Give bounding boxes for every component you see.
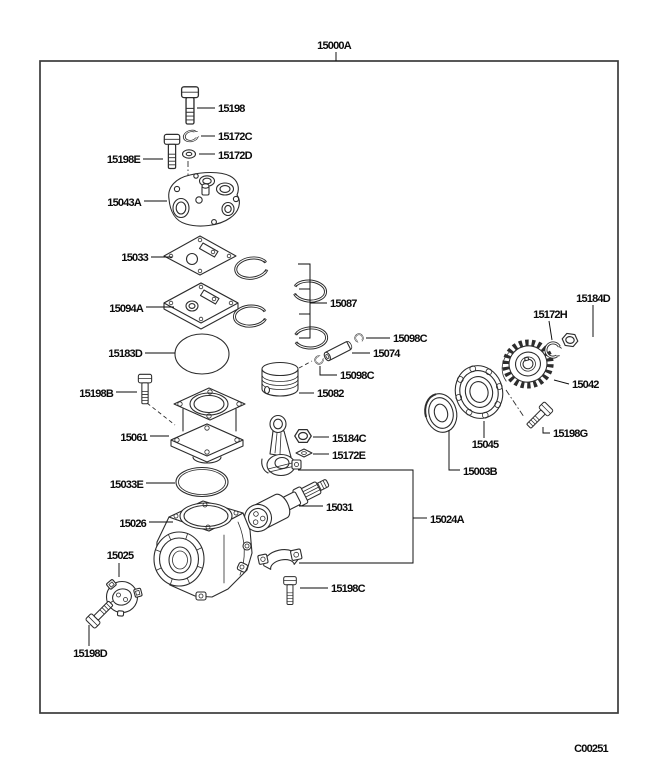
part-label-15024A: 15024A — [430, 514, 465, 526]
axis-line-pin — [298, 360, 313, 369]
part-15098C-clip-upper — [353, 332, 365, 344]
part-15172E-clip — [295, 448, 313, 458]
part-15045-bearing — [454, 365, 504, 419]
part-label-15198D: 15198D — [73, 648, 108, 660]
leader-line-15098C-lower — [319, 366, 337, 376]
part-15172C-clip — [181, 127, 201, 144]
part-15003B-seal — [424, 393, 458, 433]
part-label-C00251: C00251 — [574, 743, 608, 755]
part-label-15184D: 15184D — [576, 293, 611, 305]
part-label-15183D: 15183D — [108, 348, 143, 360]
part-15087-piston-rings — [232, 254, 329, 350]
part-label-15043A: 15043A — [107, 197, 142, 209]
part-15183D-gasket — [174, 333, 230, 375]
part-label-15031: 15031 — [326, 502, 353, 514]
part-label-15172D: 15172D — [218, 150, 253, 162]
part-15043A-cylinder-head — [168, 171, 240, 227]
part-label-15033: 15033 — [121, 252, 148, 264]
diagram-frame — [39, 60, 619, 714]
part-15198-bolt — [180, 86, 200, 125]
part-15031-crankshaft — [243, 479, 330, 533]
labels-layer: 15000A 15198 15172C 15198E 15172D 15043A 15033… — [73, 40, 611, 755]
leader-line-15024A — [298, 469, 414, 564]
part-label-15198G: 15198G — [553, 428, 588, 440]
part-label-15087: 15087 — [330, 298, 357, 310]
part-15198E-bolt — [163, 133, 181, 170]
part-15026-crankcase — [153, 500, 253, 601]
part-label-15000A: 15000A — [317, 40, 352, 52]
part-15198D-bolt — [84, 597, 117, 630]
axis-line-gear — [505, 389, 525, 418]
leader-line-15003B — [448, 430, 460, 471]
part-label-15045: 15045 — [472, 439, 499, 451]
part-label-15172H: 15172H — [533, 309, 568, 321]
part-15198B-bolt — [137, 373, 153, 405]
part-label-15082: 15082 — [317, 388, 344, 400]
part-15172D-washer — [181, 149, 197, 159]
part-label-15061: 15061 — [120, 432, 147, 444]
part-connecting-rod — [261, 414, 302, 477]
part-label-15198E: 15198E — [107, 154, 141, 166]
part-label-15172E: 15172E — [332, 450, 366, 462]
part-label-15003B: 15003B — [463, 466, 498, 478]
part-15082-piston — [261, 361, 299, 397]
part-15025-cover-plate — [105, 579, 143, 617]
part-label-15098C-lower: 15098C — [340, 370, 375, 382]
part-15198G-bolt — [523, 401, 554, 432]
leader-line-15172H — [548, 320, 553, 341]
part-15033-valve-plate — [163, 235, 237, 276]
part-label-15198B: 15198B — [79, 388, 114, 400]
part-15198C-bolt — [283, 576, 297, 605]
part-15061-cylinder — [170, 387, 246, 464]
part-bearing-cap — [257, 548, 303, 570]
part-label-15198C: 15198C — [331, 583, 366, 595]
part-label-15025: 15025 — [107, 550, 134, 562]
part-label-15074: 15074 — [373, 348, 401, 360]
part-label-15026: 15026 — [119, 518, 146, 530]
leader-line-15198G — [542, 427, 550, 434]
part-15098C-clip-lower — [312, 353, 326, 367]
axis-line-15061 — [146, 402, 176, 426]
part-label-15198: 15198 — [218, 103, 245, 115]
part-label-15098C-upper: 15098C — [393, 333, 428, 345]
leader-line-15042 — [553, 379, 570, 385]
part-15033E-o-ring — [175, 466, 229, 498]
part-label-15184C: 15184C — [332, 433, 367, 445]
part-label-15033E: 15033E — [110, 479, 144, 491]
part-label-15042: 15042 — [572, 379, 599, 391]
part-15074-piston-pin — [323, 340, 353, 362]
part-15184C-nut — [294, 429, 312, 443]
leader-line-15087 — [298, 263, 311, 339]
part-15184D-nut — [560, 332, 580, 348]
part-label-15094A: 15094A — [109, 303, 144, 315]
part-15094A-valve-plate — [163, 282, 239, 330]
part-label-15172C: 15172C — [218, 131, 253, 143]
part-15042-gear — [501, 339, 554, 389]
